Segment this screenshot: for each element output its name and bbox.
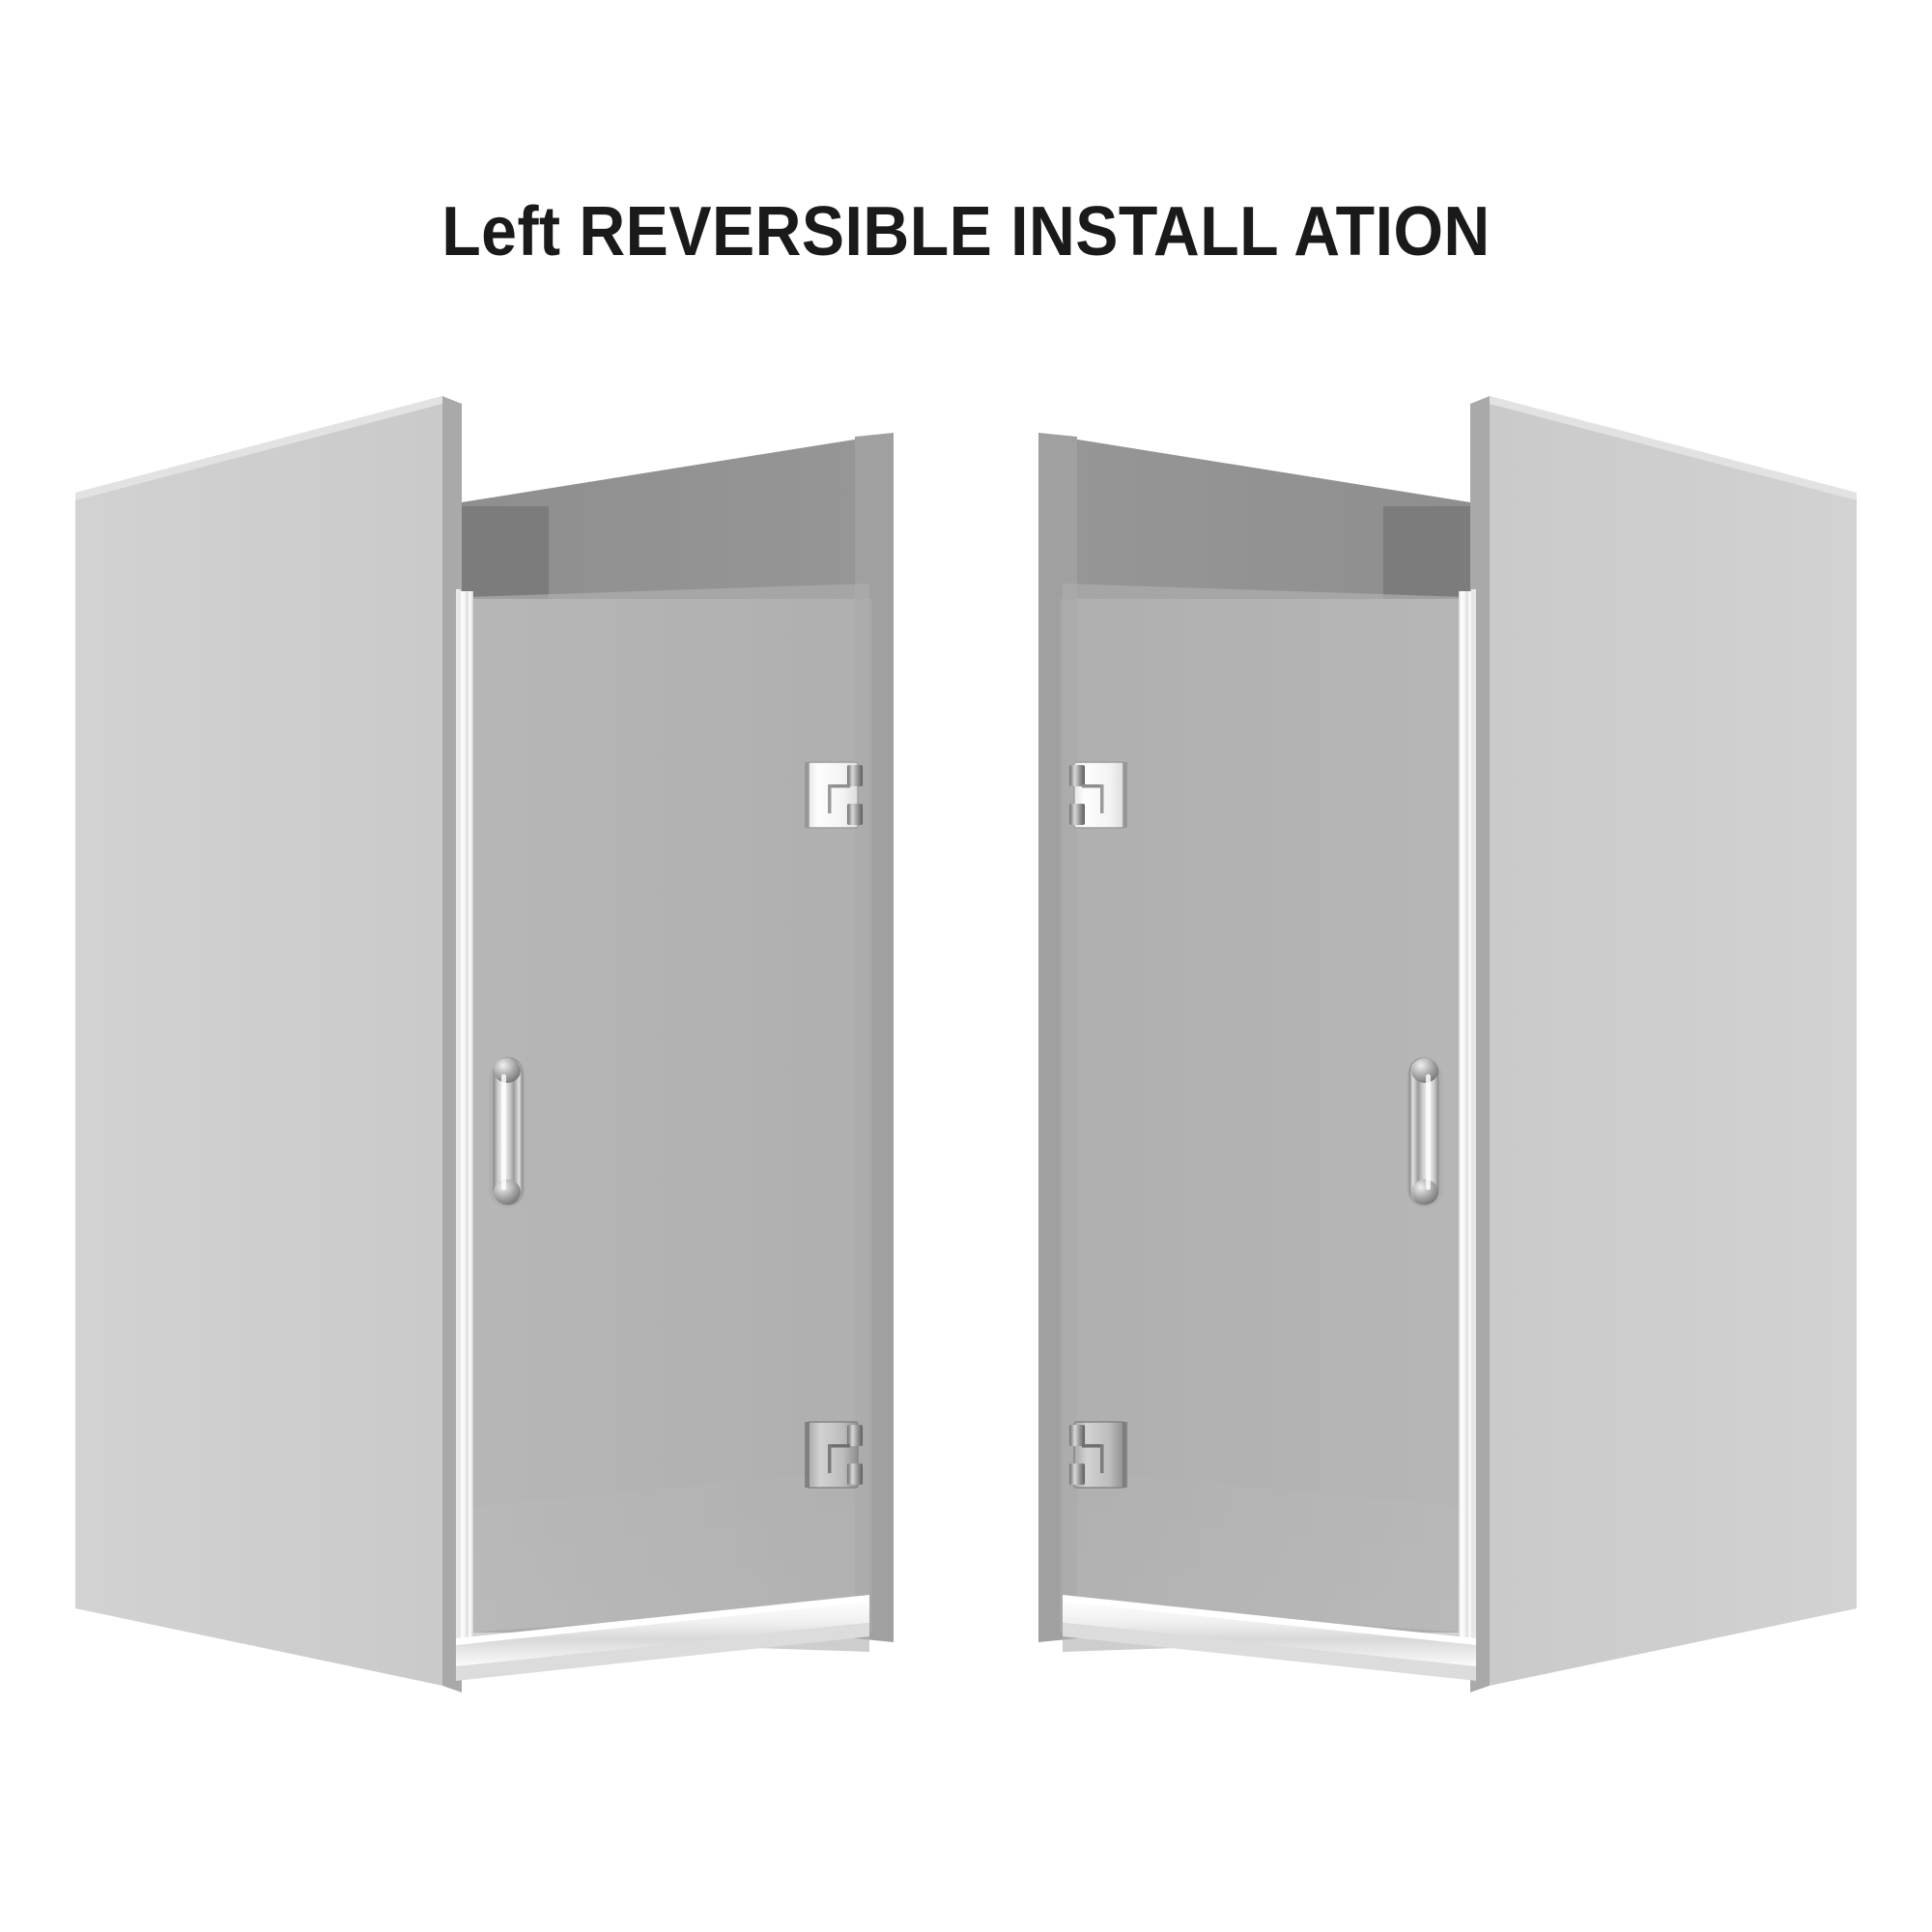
page-title: Left REVERSIBLE INSTALL ATION xyxy=(441,193,1491,270)
right-upper-hinge-seam-v xyxy=(1100,784,1104,813)
right-rail-highlight xyxy=(1471,589,1476,1649)
left-upper-hinge-edge xyxy=(805,762,810,828)
left-sill-top xyxy=(456,1599,869,1666)
left-lower-hinge-seam-h xyxy=(829,1444,850,1448)
left-upper-hinge-seam-v xyxy=(828,784,832,813)
right-swing-door[interactable] xyxy=(1063,583,1464,1652)
left-sill-front xyxy=(456,1623,869,1681)
right-unit xyxy=(1038,396,1857,1692)
left-side-wall xyxy=(75,396,462,1692)
left-handle-top-mount xyxy=(494,1058,521,1083)
left-upper-hinge-knuckle-bottom xyxy=(847,804,863,825)
left-unit xyxy=(75,396,894,1692)
right-lower-hinge-knuckle-bottom xyxy=(1069,1463,1085,1485)
left-side-wall-top xyxy=(75,396,442,500)
left-swing-door[interactable] xyxy=(468,583,869,1652)
right-sill-front xyxy=(1063,1623,1476,1681)
left-lower-hinge-knuckle-bottom xyxy=(847,1463,863,1485)
left-side-wall-face xyxy=(75,396,442,1686)
right-bottom-threshold xyxy=(1063,1595,1476,1681)
left-door-glass[interactable] xyxy=(468,583,869,1652)
right-upper-hinge[interactable] xyxy=(1069,761,1127,829)
right-lower-hinge-edge xyxy=(1122,1422,1127,1488)
left-lower-hinge-edge xyxy=(805,1422,810,1488)
right-handle-bottom-mount xyxy=(1411,1179,1438,1205)
right-rail-body xyxy=(1459,591,1473,1649)
left-rail-highlight xyxy=(456,589,461,1649)
right-door-handle[interactable] xyxy=(1406,1057,1443,1208)
left-door-frame-rail xyxy=(456,589,473,1649)
left-handle-bottom-mount xyxy=(494,1179,521,1205)
right-handle-top-mount xyxy=(1411,1058,1438,1083)
left-rail-body xyxy=(459,591,473,1649)
right-lower-hinge-knuckle-top xyxy=(1069,1425,1085,1446)
right-sill-top xyxy=(1063,1599,1476,1666)
right-side-wall-face xyxy=(1490,396,1857,1686)
right-side-wall-top xyxy=(1490,396,1857,500)
left-handle-bar[interactable] xyxy=(493,1057,524,1206)
right-upper-hinge-knuckle-bottom xyxy=(1069,804,1085,825)
left-lower-hinge-knuckle-top xyxy=(847,1425,863,1446)
right-upper-hinge-edge xyxy=(1122,762,1127,828)
right-lower-hinge-seam-v xyxy=(1100,1444,1104,1473)
right-door-glass[interactable] xyxy=(1063,583,1464,1652)
right-upper-hinge-knuckle-top xyxy=(1069,765,1085,786)
left-sill-highlight xyxy=(456,1595,869,1645)
right-door-frame-rail xyxy=(1459,589,1476,1649)
right-lower-hinge-seam-h xyxy=(1082,1444,1103,1448)
left-bottom-threshold xyxy=(456,1595,869,1681)
left-upper-hinge[interactable] xyxy=(805,761,863,829)
right-handle-highlight xyxy=(1426,1074,1431,1190)
right-handle-bar[interactable] xyxy=(1408,1057,1439,1206)
left-handle-highlight xyxy=(501,1074,506,1190)
left-lower-hinge[interactable] xyxy=(805,1421,863,1489)
right-upper-hinge-seam-h xyxy=(1082,784,1103,788)
left-upper-hinge-knuckle-top xyxy=(847,765,863,786)
left-door-handle[interactable] xyxy=(489,1057,526,1208)
right-lower-hinge[interactable] xyxy=(1069,1421,1127,1489)
left-lower-hinge-seam-v xyxy=(828,1444,832,1473)
right-sill-highlight xyxy=(1063,1595,1476,1645)
right-side-wall xyxy=(1470,396,1857,1692)
left-upper-hinge-seam-h xyxy=(829,784,850,788)
